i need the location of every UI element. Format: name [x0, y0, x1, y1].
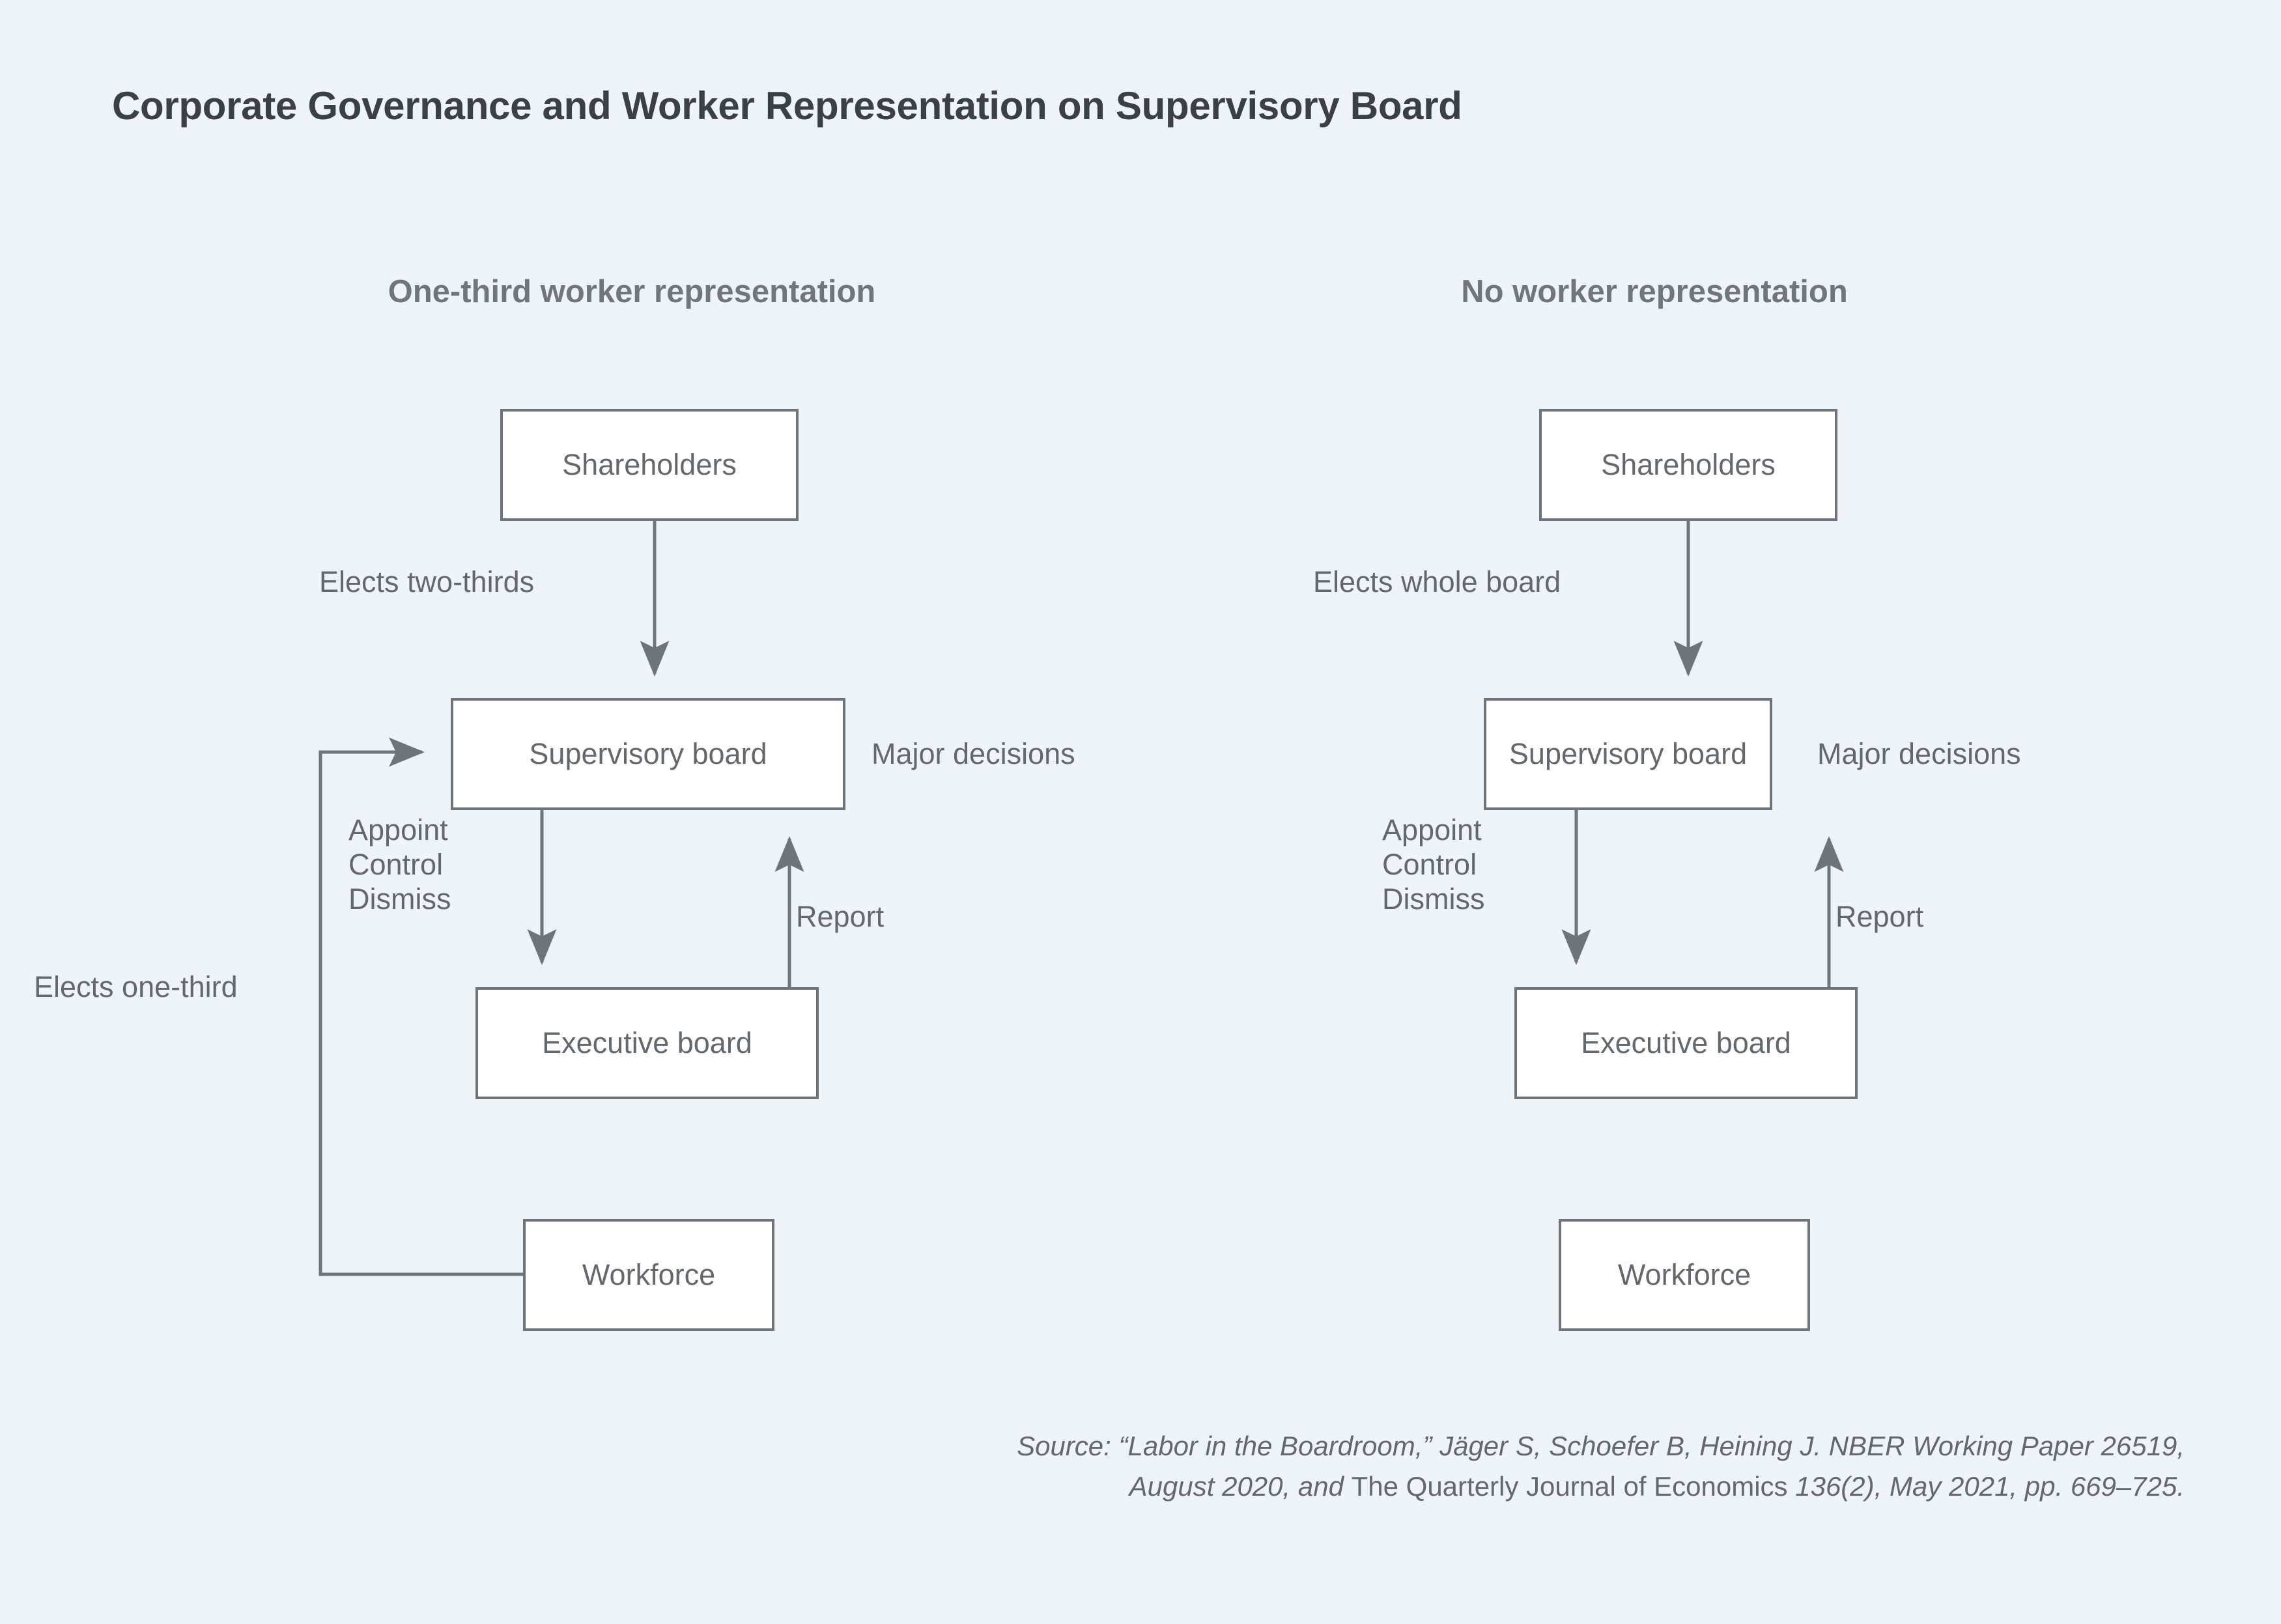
edge-label-major-decisions-left: Major decisions: [871, 737, 1075, 770]
node-workforce-one-third[interactable]: Workforce: [523, 1219, 774, 1331]
panel-heading-one-third: One-third worker representation: [388, 274, 876, 309]
source-line-2-prefix: August 2020, and: [1129, 1471, 1352, 1502]
edge-label-dismiss-left: Dismiss: [348, 882, 451, 916]
node-executive-board-one-third[interactable]: Executive board: [475, 987, 819, 1099]
edge-label-report-left: Report: [796, 900, 885, 933]
source-journal-name: The Quarterly Journal of Economics: [1351, 1471, 1788, 1502]
edge-label-major-decisions-right: Major decisions: [1817, 737, 2021, 770]
node-supervisory-board-one-third[interactable]: Supervisory board: [451, 698, 845, 810]
source-line-1: Source: “Labor in the Boardroom,” Jäger …: [1017, 1431, 2185, 1461]
edge-label-elects-two-thirds: Elects two-thirds: [319, 565, 535, 598]
edge-label-report-right: Report: [1835, 900, 1924, 933]
edge-label-appoint-control-dismiss-right: Appoint Control Dismiss: [1382, 813, 1484, 916]
edge-label-control-right: Control: [1382, 848, 1477, 882]
source-note: Source: “Labor in the Boardroom,” Jäger …: [621, 1426, 2185, 1507]
edge-label-elects-one-third: Elects one-third: [34, 970, 238, 1003]
node-supervisory-board-no-representation[interactable]: Supervisory board: [1484, 698, 1772, 810]
panel-heading-no-representation: No worker representation: [1461, 274, 1848, 309]
node-shareholders-no-representation[interactable]: Shareholders: [1539, 409, 1837, 521]
source-line-2-suffix: 136(2), May 2021, pp. 669–725.: [1787, 1471, 2185, 1502]
edge-label-dismiss-right: Dismiss: [1382, 882, 1485, 916]
page-title: Corporate Governance and Worker Represen…: [112, 84, 1462, 128]
edge-label-appoint-right: Appoint: [1382, 813, 1482, 847]
edge-label-appoint-left: Appoint: [348, 813, 448, 847]
node-shareholders-one-third[interactable]: Shareholders: [500, 409, 799, 521]
node-executive-board-no-representation[interactable]: Executive board: [1514, 987, 1858, 1099]
edge-label-elects-whole-board: Elects whole board: [1313, 565, 1561, 598]
node-workforce-no-representation[interactable]: Workforce: [1559, 1219, 1810, 1331]
edge-label-control-left: Control: [348, 848, 444, 882]
edge-label-appoint-control-dismiss-left: Appoint Control Dismiss: [348, 813, 451, 916]
